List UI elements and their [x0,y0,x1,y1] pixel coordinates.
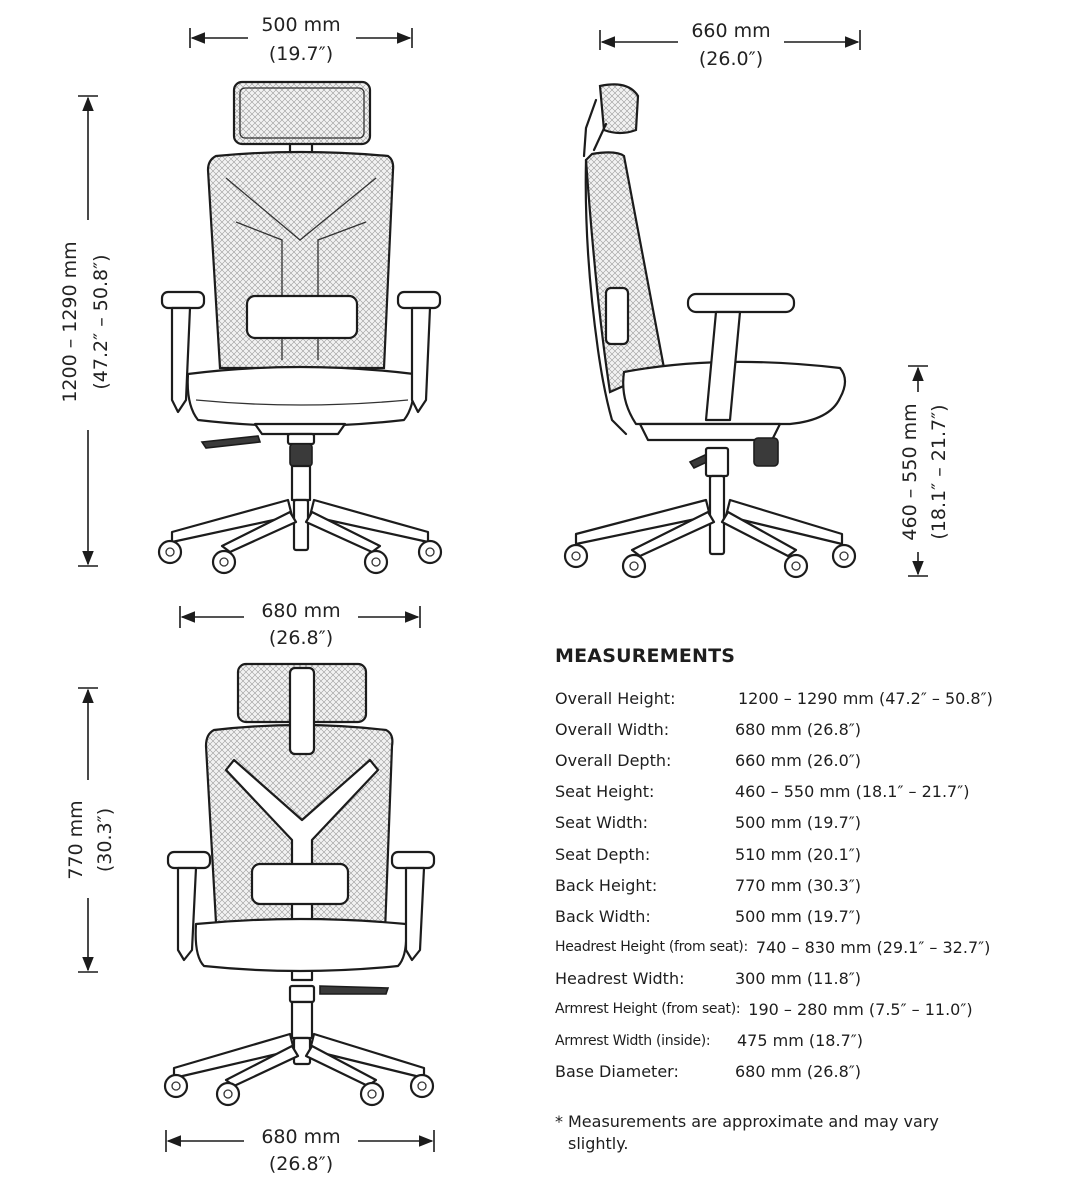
measurement-value: 510 mm (20.1″) [735,844,861,864]
dim-front-base-width-in: (26.8″) [269,627,333,649]
measurements-heading: MEASUREMENTS [555,645,736,667]
measurement-row-seat-width: Seat Width: 500 mm (19.7″) [555,807,1075,838]
dim-front-width-mm: 500 mm [261,14,340,36]
front-view-chair [157,80,443,575]
note-line-1: * Measurements are approximate and may va… [555,1111,975,1133]
dim-seat-height: 460 – 550 mm (18.1″ – 21.7″) [899,365,950,577]
dim-side-depth-in: (26.0″) [699,48,763,70]
measurement-row-seat-height: Seat Height: 460 – 550 mm (18.1″ – 21.7″… [555,776,1075,807]
measurement-row-armrest-height: Armrest Height (from seat): 190 – 280 mm… [555,994,1075,1025]
dim-back-height-in: (30.3″) [94,808,116,872]
measurement-row-back-height: Back Height: 770 mm (30.3″) [555,870,1075,901]
measurement-label: Base Diameter: [555,1062,679,1082]
measurement-label: Headrest Height (from seat): [555,939,748,956]
measurement-label: Overall Width: [555,720,670,740]
measurement-label: Armrest Height (from seat): [555,1001,741,1018]
measurement-value: 460 – 550 mm (18.1″ – 21.7″) [735,782,970,802]
measurement-label: Overall Depth: [555,751,672,771]
measurement-row-seat-depth: Seat Depth: 510 mm (20.1″) [555,838,1075,869]
measurement-row-overall-height: Overall Height: 1200 – 1290 mm (47.2″ – … [555,683,1075,714]
measurement-label: Seat Height: [555,782,655,802]
dim-front-height: 1200 – 1290 mm (47.2″ – 50.8″) [59,95,112,567]
measurement-value: 680 mm (26.8″) [735,1062,861,1082]
dim-front-width: 500 mm (19.7″) [189,14,413,65]
measurement-value: 475 mm (18.7″) [737,1031,863,1051]
measurement-row-armrest-width: Armrest Width (inside): 475 mm (18.7″) [555,1025,1075,1056]
dim-back-height-mm: 770 mm [65,800,87,879]
dim-seat-height-mm: 460 – 550 mm [899,403,921,540]
side-view-chair [563,83,857,579]
measurement-value: 190 – 280 mm (7.5″ – 11.0″) [748,999,973,1019]
back-view-chair [163,662,436,1107]
measurement-value: 500 mm (19.7″) [735,813,861,833]
measurement-value: 500 mm (19.7″) [735,906,861,926]
measurement-row-headrest-width: Headrest Width: 300 mm (11.8″) [555,963,1075,994]
dim-side-depth-mm: 660 mm [691,20,770,42]
dim-back-height: 770 mm (30.3″) [65,687,116,973]
measurement-note: * Measurements are approximate and may va… [555,1111,975,1155]
dim-back-base-width-mm: 680 mm [261,1126,340,1148]
measurement-label: Overall Height: [555,689,676,709]
dim-front-width-in: (19.7″) [269,43,333,65]
measurement-value: 1200 – 1290 mm (47.2″ – 50.8″) [738,689,993,709]
measurement-row-headrest-height: Headrest Height (from seat): 740 – 830 m… [555,932,1075,963]
measurement-label: Back Height: [555,875,658,895]
note-text-2: slightly. [568,1134,629,1153]
dim-front-base-width-mm: 680 mm [261,600,340,622]
measurement-row-overall-depth: Overall Depth: 660 mm (26.0″) [555,745,1075,776]
measurement-label: Seat Width: [555,813,649,833]
measurement-label: Headrest Width: [555,968,685,988]
note-asterisk: * [555,1112,563,1131]
measurement-value: 770 mm (30.3″) [735,875,861,895]
measurement-value: 680 mm (26.8″) [735,720,861,740]
dim-front-base-width: 680 mm (26.8″) [179,600,421,649]
measurement-value: 300 mm (11.8″) [735,968,861,988]
dim-back-base-width: 680 mm (26.8″) [165,1126,435,1175]
measurement-label: Back Width: [555,906,651,926]
dim-seat-height-in: (18.1″ – 21.7″) [928,404,950,539]
dim-side-depth: 660 mm (26.0″) [599,20,861,70]
measurement-label: Seat Depth: [555,844,651,864]
measurement-row-base-diameter: Base Diameter: 680 mm (26.8″) [555,1056,1075,1087]
measurements-table: Overall Height: 1200 – 1290 mm (47.2″ – … [555,683,1075,1087]
dim-front-height-mm: 1200 – 1290 mm [59,241,81,402]
measurement-value: 740 – 830 mm (29.1″ – 32.7″) [755,937,991,957]
measurement-value: 660 mm (26.0″) [735,751,861,771]
measurement-row-back-width: Back Width: 500 mm (19.7″) [555,901,1075,932]
measurement-row-overall-width: Overall Width: 680 mm (26.8″) [555,714,1075,745]
dim-back-base-width-in: (26.8″) [269,1153,333,1175]
measurement-label: Armrest Width (inside): [555,1032,711,1049]
note-text-1: Measurements are approximate and may var… [568,1112,939,1131]
dim-front-height-in: (47.2″ – 50.8″) [90,254,112,389]
